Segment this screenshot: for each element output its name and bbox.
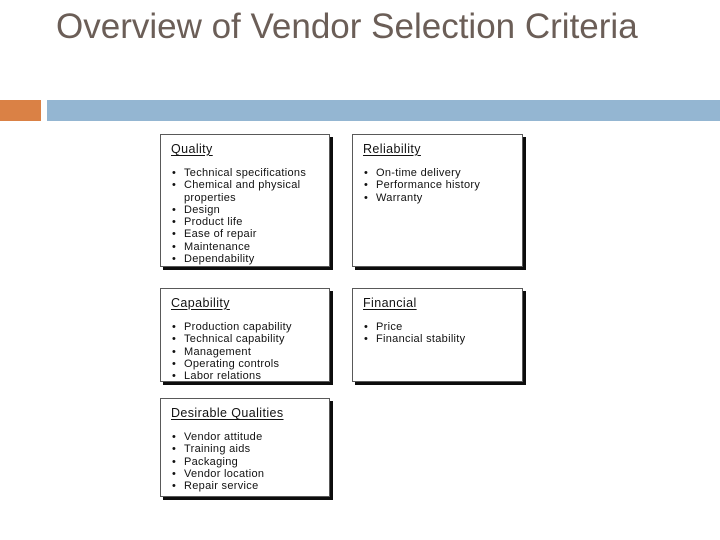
list-item: Training aids — [171, 443, 323, 456]
list-item: Labor relations — [171, 370, 323, 383]
list-item: Production capability — [171, 321, 323, 334]
box-list-reliability: On-time delivery Performance history War… — [363, 167, 516, 204]
box-list-financial: Price Financial stability — [363, 321, 516, 346]
criteria-box-quality: Quality Technical specifications Chemica… — [160, 134, 330, 267]
box-title-financial: Financial — [363, 296, 417, 310]
list-item: Repair service — [171, 480, 323, 493]
box-list-capability: Production capability Technical capabili… — [171, 321, 323, 383]
list-item: Financial stability — [363, 333, 516, 346]
list-item: Operating controls — [171, 358, 323, 371]
list-item: Technical capability — [171, 333, 323, 346]
list-item: Vendor attitude — [171, 431, 323, 444]
slide-title: Overview of Vendor Selection Criteria — [56, 7, 638, 46]
list-item: Ease of repair — [171, 228, 323, 241]
box-title-reliability: Reliability — [363, 142, 421, 156]
list-item: Chemical and physical properties — [171, 179, 323, 204]
list-item: Product life — [171, 216, 323, 229]
list-item: Dependability — [171, 253, 323, 266]
criteria-box-desirable-qualities: Desirable Qualities Vendor attitude Trai… — [160, 398, 330, 497]
box-title-quality: Quality — [171, 142, 213, 156]
accent-bar-blue — [47, 100, 720, 121]
list-item: Management — [171, 346, 323, 359]
criteria-box-financial: Financial Price Financial stability — [352, 288, 523, 382]
list-item: Performance history — [363, 179, 516, 192]
list-item: Vendor location — [171, 468, 323, 481]
box-list-quality: Technical specifications Chemical and ph… — [171, 167, 323, 266]
list-item: Price — [363, 321, 516, 334]
accent-bar-orange — [0, 100, 41, 121]
list-item: On-time delivery — [363, 167, 516, 180]
box-title-desirable-qualities: Desirable Qualities — [171, 406, 284, 420]
criteria-box-reliability: Reliability On-time delivery Performance… — [352, 134, 523, 267]
criteria-box-capability: Capability Production capability Technic… — [160, 288, 330, 383]
list-item: Design — [171, 204, 323, 217]
list-item: Maintenance — [171, 241, 323, 254]
box-list-desirable-qualities: Vendor attitude Training aids Packaging … — [171, 431, 323, 493]
list-item: Warranty — [363, 192, 516, 205]
list-item: Technical specifications — [171, 167, 323, 180]
list-item: Packaging — [171, 456, 323, 469]
box-title-capability: Capability — [171, 296, 230, 310]
